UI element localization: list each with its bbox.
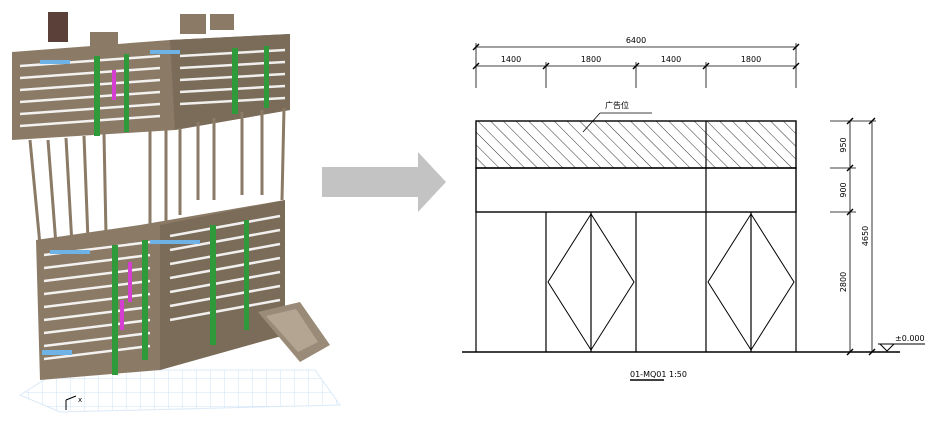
transom-band [475,167,797,213]
dim-segment-2: 1800 [581,55,601,64]
vertical-dimensions [830,117,876,356]
dim-segment-4: 1800 [741,55,761,64]
axis-marker: x [65,395,82,410]
segment-dimensions [472,62,800,88]
dim-total-height: 4650 [861,226,870,246]
door-panels [475,212,797,352]
elevation-drawing: 6400 1400 1800 1400 1800 广告位 [462,36,925,381]
dim-height-1: 950 [839,137,848,152]
arrow-right-icon [322,152,446,212]
columns [28,107,286,246]
ad-band [475,120,797,169]
axis-label: x [78,396,82,404]
drawing-caption: 01-MQ01 1:50 [630,370,687,379]
elevation-marker-icon [878,343,925,352]
dim-total: 6400 [626,36,646,45]
door-opening-right [707,213,795,351]
lower-block [36,200,330,380]
door-opening-left [547,213,635,351]
dim-height-3: 2800 [839,272,848,292]
elevation-label: ±0.000 [895,334,925,343]
dim-segment-3: 1400 [661,55,681,64]
ad-leader [582,112,601,133]
dim-height-2: 900 [839,182,848,197]
roof-tower [48,12,68,42]
dim-segment-1: 1400 [501,55,521,64]
overall-dimension [472,43,800,72]
ad-position-label: 广告位 [605,100,629,110]
building-model: x [12,12,341,413]
upper-block [12,34,290,140]
